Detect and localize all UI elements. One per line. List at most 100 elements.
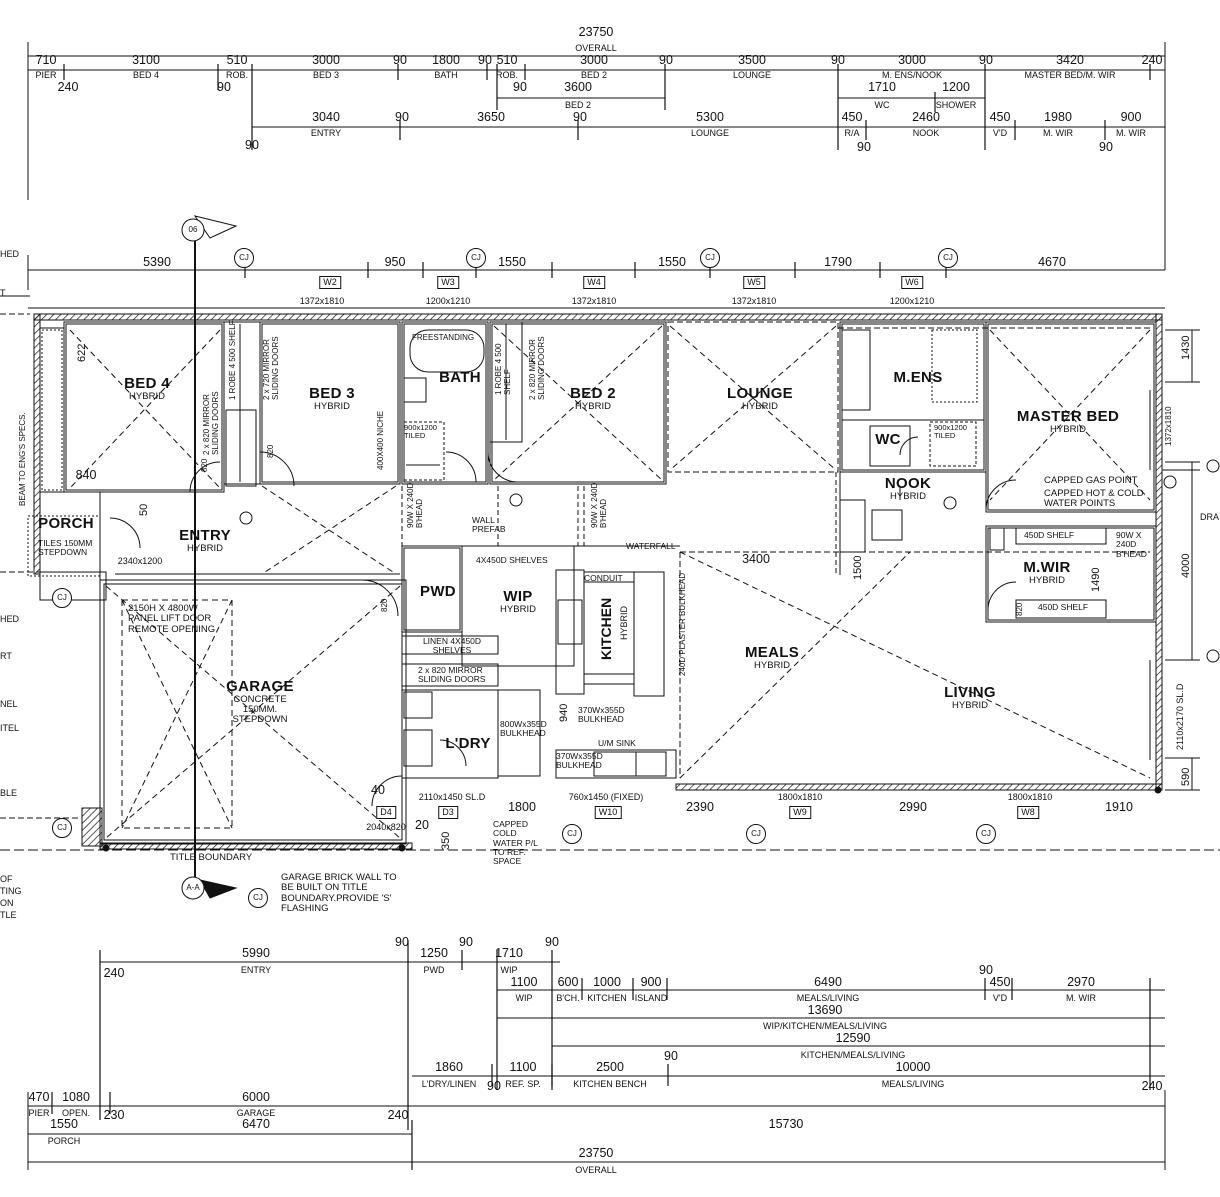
room-kitchen-name: KITCHEN <box>598 597 614 660</box>
dim-inner-820-b: 820 <box>266 444 275 458</box>
dim-top-240: 240 <box>1141 53 1163 67</box>
dim-inner-40: 40 <box>371 783 385 797</box>
dim-inner-50: 50 <box>138 503 150 516</box>
dim-bot-b-vd: 450 <box>989 975 1011 989</box>
control-joint-marker: CJ <box>562 824 582 844</box>
dim-bot-g-15730: 15730 <box>768 1117 804 1131</box>
dim-wall-5390: 5390 <box>143 255 171 269</box>
room-meals: MEALS HYBRID <box>745 645 799 671</box>
dim-inner-820-a: 820 <box>200 458 209 472</box>
dim-wall-1790: 1790 <box>824 255 852 269</box>
dim-top2-nook: 2460 <box>912 110 940 124</box>
note-bhead-b: 90W X 240D B'HEAD <box>590 482 608 528</box>
dim-inner-1490: 1490 <box>1090 567 1102 592</box>
dim-top-pier: 710 <box>35 53 57 67</box>
dim-top-shower: 1200 <box>942 80 970 94</box>
dim-wall-950: 950 <box>384 255 406 269</box>
dim-right-w7: 1372x1810 <box>1164 406 1173 446</box>
door-d3-size: 2110x1450 SL.D <box>418 792 486 802</box>
room-living-name: LIVING <box>944 684 996 701</box>
dim-top2-ra: 450 <box>841 110 863 124</box>
dim-bot-b-meals-label: MEALS/LIVING <box>796 993 860 1003</box>
overall-bottom-value: 23750 <box>578 1146 614 1160</box>
room-bed4-name: BED 4 <box>124 375 170 392</box>
door-d4-size: 2040x820 <box>366 822 406 832</box>
edge-text: ITEL <box>0 723 20 733</box>
dim-wall-4670: 4670 <box>1038 255 1066 269</box>
dim-bot-c-total: 13690 <box>807 1003 843 1017</box>
control-joint-marker: CJ <box>466 248 486 268</box>
room-nook: NOOK HYBRID <box>885 476 931 502</box>
dim-right-4000: 4000 <box>1180 553 1192 578</box>
room-bath-name: BATH <box>439 369 481 386</box>
dim-top2-mwir2: 900 <box>1120 110 1142 124</box>
door-d3-tag: D3 <box>438 806 458 819</box>
room-lounge-name: LOUNGE <box>727 385 793 402</box>
dim-bot-d-total: 12590 <box>835 1031 871 1045</box>
room-mwir: M.WIR HYBRID <box>1023 560 1070 586</box>
room-bed3-sub: HYBRID <box>314 400 350 412</box>
note-ens-tiled: 900x1200 TILED <box>934 423 967 441</box>
dim-top2-mwir2-label: M. WIR <box>1116 128 1146 138</box>
dim-top-master: 3420 <box>1056 53 1084 67</box>
window-w8-tag: W8 <box>1017 806 1039 819</box>
dim-top-90-c: 90 <box>659 53 673 67</box>
room-laundry-name: L'DRY <box>445 735 491 752</box>
room-mwir-sub: HYBRID <box>1029 574 1065 586</box>
edge-text: TLE <box>0 910 17 920</box>
window-w10-tag: W10 <box>594 806 622 819</box>
note-garage-door: 2150H X 4800W PANEL LIFT DOOR REMOTE OPE… <box>128 603 216 635</box>
window-w5-size: 1372x1810 <box>731 296 777 306</box>
room-garage-name: GARAGE <box>226 678 294 695</box>
dim-inner-d1: 2340x1200 <box>117 556 163 566</box>
dim-wall-1550-a: 1550 <box>498 255 526 269</box>
note-robe-bed4: 1 ROBE 4 500 SHELF <box>228 320 237 400</box>
room-living-sub: HYBRID <box>952 699 988 711</box>
dim-bot-pwd-label: PWD <box>423 965 445 975</box>
dim-top-bed3: 3000 <box>312 53 340 67</box>
control-joint-marker: CJ <box>746 824 766 844</box>
overall-top-value: 23750 <box>578 25 614 39</box>
note-wall-prefab: WALL PREFAB <box>472 515 506 535</box>
dim-bot-f-pier-label: PIER <box>28 1108 50 1118</box>
dim-top-rob2-label: ROB. <box>495 70 519 80</box>
dim-top-rob2: 510 <box>496 53 518 67</box>
dim-wall-1550-b: 1550 <box>658 255 686 269</box>
note-porch-tiles: TILES 150MM STEPDOWN <box>38 538 93 558</box>
dim-bot-entry: 5990 <box>242 946 270 960</box>
note-robe-bed2: 1 ROBE 4 500 SHELF <box>494 343 512 395</box>
dim-bot-e-ldry-label: L'DRY/LINEN <box>421 1079 477 1089</box>
dim-inner-2990: 2990 <box>899 800 927 814</box>
dim-top2-lounge-label: LOUNGE <box>690 128 730 138</box>
dim-top-mens: 3000 <box>898 53 926 67</box>
window-w9-tag: W9 <box>789 806 811 819</box>
edge-text: TING <box>0 886 22 896</box>
dim-bot-90c: 90 <box>545 935 559 949</box>
room-pwd: PWD <box>420 584 456 600</box>
dim-bot-90a: 90 <box>395 935 409 949</box>
room-master-bed-name: MASTER BED <box>1016 408 1120 425</box>
window-w3-tag: W3 <box>437 276 459 289</box>
dim-top2-mwir1-label: M. WIR <box>1043 128 1073 138</box>
room-mens: M.ENS <box>893 370 942 386</box>
room-mens-name: M.ENS <box>893 369 943 386</box>
dim-bot-e-bench: 2500 <box>596 1060 624 1074</box>
edge-text: HED <box>0 614 20 624</box>
dim-bot-b-bch-label: B'CH. <box>556 993 580 1003</box>
dim-top2-mwir1: 1980 <box>1044 110 1072 124</box>
edge-text: BLE <box>0 788 18 798</box>
dim-top-240-b: 240 <box>57 80 79 94</box>
dim-top-wc-label: WC <box>874 100 890 110</box>
dim-bot-f-230: 230 <box>103 1108 125 1122</box>
room-laundry: L'DRY <box>445 736 490 752</box>
room-garage: GARAGE CONCRETE 150MM. STEPDOWN <box>220 679 300 725</box>
dim-bot-entry-label: ENTRY <box>240 965 272 975</box>
dim-top-90-g: 90 <box>513 80 527 94</box>
dim-bot-g-porch-label: PORCH <box>47 1136 81 1146</box>
dim-bot-wip-label: WIP <box>500 965 518 975</box>
dim-right-590: 590 <box>1180 767 1192 786</box>
note-bhead-a: 90W X 240D B'HEAD <box>406 482 424 528</box>
dim-top-90-b: 90 <box>478 53 492 67</box>
dim-top-3600-label: BED 2 <box>564 100 592 110</box>
room-lounge: LOUNGE HYBRID <box>727 386 793 412</box>
